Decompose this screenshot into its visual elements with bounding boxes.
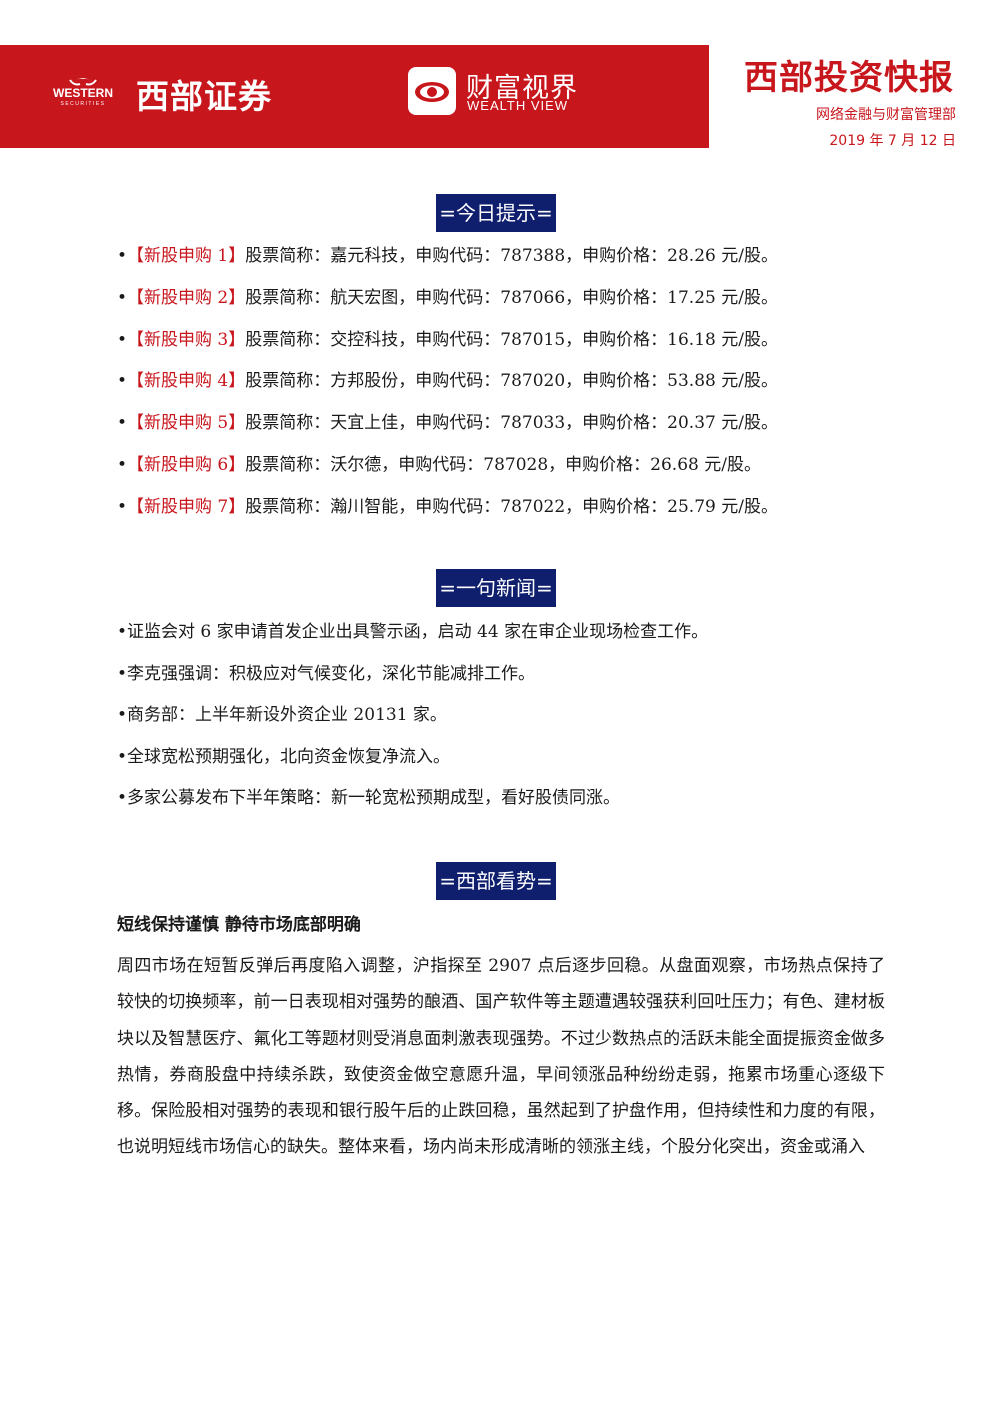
section-heading-news: =一句新闻= xyxy=(436,569,556,607)
list-item: •【新股申购 6】股票简称：沃尔德，申购代码：787028，申购价格：26.68… xyxy=(117,454,761,475)
brand-name: 西部证券 xyxy=(136,77,272,116)
analysis-title: 短线保持谨慎 静待市场底部明确 xyxy=(117,915,361,935)
department: 网络金融与财富管理部 xyxy=(816,107,956,123)
news-text: 证监会对 6 家申请首发企业出具警示函，启动 44 家在审企业现场检查工作。 xyxy=(127,622,709,642)
news-text: 多家公募发布下半年策略：新一轮宽松预期成型，看好股债同涨。 xyxy=(127,788,621,808)
report-title: 西部投资快报 xyxy=(744,58,954,98)
list-item: •多家公募发布下半年策略：新一轮宽松预期成型，看好股债同涨。 xyxy=(117,788,621,808)
ipo-tag: 【新股申购 3】 xyxy=(127,329,246,350)
ipo-tag: 【新股申购 6】 xyxy=(127,454,246,475)
list-item: •全球宽松预期强化，北向资金恢复净流入。 xyxy=(117,746,451,767)
ipo-tag: 【新股申购 5】 xyxy=(127,413,246,434)
ipo-list: •【新股申购 1】股票简称：嘉元科技，申购代码：787388，申购价格：28.2… xyxy=(117,241,778,534)
header-banner xyxy=(0,45,709,148)
ipo-detail: 股票简称：交控科技，申购代码：787015，申购价格：16.18 元/股。 xyxy=(245,329,778,350)
news-text: 全球宽松预期强化，北向资金恢复净流入。 xyxy=(127,746,451,767)
list-item: •【新股申购 3】股票简称：交控科技，申购代码：787015，申购价格：16.1… xyxy=(117,329,778,350)
news-text: 李克强强调：积极应对气候变化，深化节能减排工作。 xyxy=(127,663,536,684)
western-securities-logo: WESTERN SECURITIES xyxy=(44,72,122,108)
analysis-body: 周四市场在短暂反弹后再度陷入调整，沪指探至 2907 点后逐步回稳。从盘面观察，… xyxy=(117,956,885,1158)
list-item: •【新股申购 5】股票简称：天宜上佳，申购代码：787033，申购价格：20.3… xyxy=(117,413,778,434)
list-item: •【新股申购 1】股票简称：嘉元科技，申购代码：787388，申购价格：28.2… xyxy=(117,246,778,266)
ipo-detail: 股票简称：沃尔德，申购代码：787028，申购价格：26.68 元/股。 xyxy=(245,454,761,475)
ipo-detail: 股票简称：瀚川智能，申购代码：787022，申购价格：25.79 元/股。 xyxy=(245,496,778,517)
ipo-tag: 【新股申购 2】 xyxy=(127,287,246,308)
wealth-view-name: 财富视界 xyxy=(466,73,578,104)
list-item: •【新股申购 7】股票简称：瀚川智能，申购代码：787022，申购价格：25.7… xyxy=(117,496,778,517)
news-list: •证监会对 6 家申请首发企业出具警示函，启动 44 家在审企业现场检查工作。 … xyxy=(117,617,708,825)
news-text: 商务部：上半年新设外资企业 20131 家。 xyxy=(127,705,447,725)
list-item: •商务部：上半年新设外资企业 20131 家。 xyxy=(117,705,447,725)
ipo-detail: 股票简称：航天宏图，申购代码：787066，申购价格：17.25 元/股。 xyxy=(245,287,778,308)
list-item: •【新股申购 4】股票简称：方邦股份，申购代码：787020，申购价格：53.8… xyxy=(117,371,778,392)
section-heading-view: =西部看势= xyxy=(436,862,556,900)
western-logo-text: WESTERN xyxy=(53,86,113,100)
list-item: •证监会对 6 家申请首发企业出具警示函，启动 44 家在审企业现场检查工作。 xyxy=(117,622,709,642)
report-date: 2019 年 7 月 12 日 xyxy=(829,133,956,149)
ipo-tag: 【新股申购 7】 xyxy=(127,496,246,517)
ipo-tag: 【新股申购 1】 xyxy=(127,246,246,266)
wealth-view-name-en: WEALTH VIEW xyxy=(467,98,569,113)
western-logo-subtext: SECURITIES xyxy=(60,101,105,107)
ipo-detail: 股票简称：方邦股份，申购代码：787020，申购价格：53.88 元/股。 xyxy=(245,371,778,392)
ipo-tag: 【新股申购 4】 xyxy=(127,371,246,392)
list-item: •李克强强调：积极应对气候变化，深化节能减排工作。 xyxy=(117,663,536,684)
wealth-view-eye-icon xyxy=(408,67,456,115)
list-item: •【新股申购 2】股票简称：航天宏图，申购代码：787066，申购价格：17.2… xyxy=(117,287,778,308)
section-heading-today: =今日提示= xyxy=(436,194,556,232)
ipo-detail: 股票简称：嘉元科技，申购代码：787388，申购价格：28.26 元/股。 xyxy=(245,246,778,266)
ipo-detail: 股票简称：天宜上佳，申购代码：787033，申购价格：20.37 元/股。 xyxy=(245,413,778,434)
